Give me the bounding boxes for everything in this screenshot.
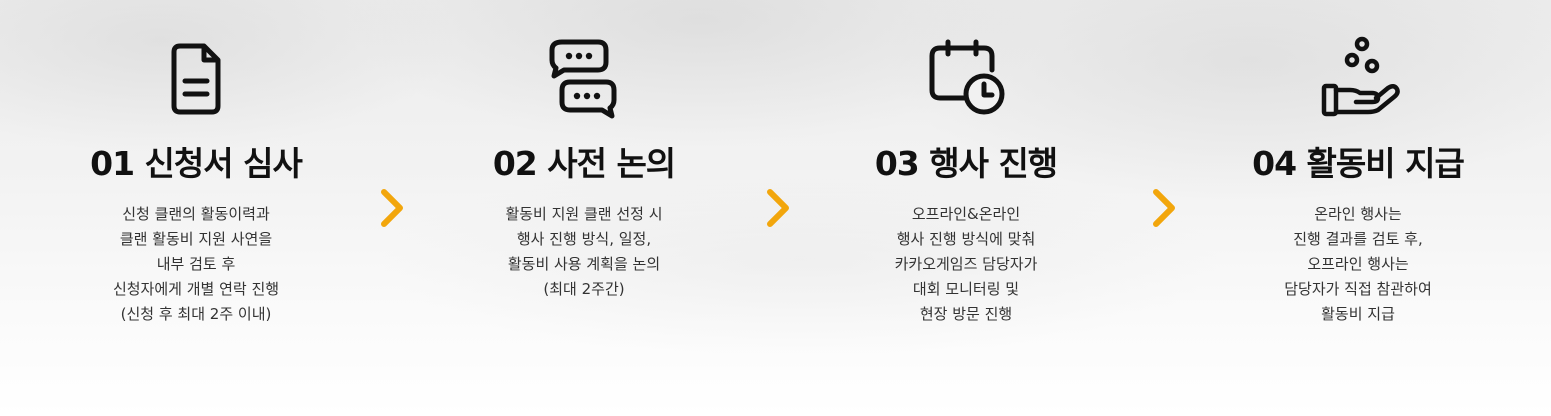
chevron-right-icon <box>1150 186 1178 230</box>
step-3-line: 대회 모니터링 및 <box>912 280 1020 298</box>
step-1-line: 클랜 활동비 지원 사연을 <box>119 230 273 248</box>
step-2-description: 활동비 지원 클랜 선정 시 행사 진행 방식, 일정, 활동비 사용 계획을 … <box>414 202 754 302</box>
step-1-title: 01 신청서 심사 <box>90 144 303 183</box>
hand-coins-icon <box>1316 36 1400 120</box>
step-4-line: 활동비 지급 <box>1321 305 1395 323</box>
step-1-line: (신청 후 최대 2주 이내) <box>120 305 272 323</box>
step-3-title: 03 행사 진행 <box>874 144 1058 183</box>
step-4-description: 온라인 행사는 진행 결과를 검토 후, 오프라인 행사는 담당자가 직접 참관… <box>1188 202 1528 327</box>
step-2: 02 사전 논의 활동비 지원 클랜 선정 시 행사 진행 방식, 일정, 활동… <box>414 36 754 302</box>
step-2-line: 활동비 지원 클랜 선정 시 <box>505 205 663 223</box>
step-4-line: 온라인 행사는 <box>1314 205 1402 223</box>
step-3: 03 행사 진행 오프라인&온라인 행사 진행 방식에 맞춰 카카오게임즈 담당… <box>796 36 1136 327</box>
step-2-title: 02 사전 논의 <box>492 144 676 183</box>
step-4-line: 오프라인 행사는 <box>1307 255 1409 273</box>
step-3-description: 오프라인&온라인 행사 진행 방식에 맞춰 카카오게임즈 담당자가 대회 모니터… <box>796 202 1136 327</box>
step-3-line: 카카오게임즈 담당자가 <box>894 255 1038 273</box>
step-1-line: 내부 검토 후 <box>156 255 236 273</box>
step-1-line: 신청자에게 개별 연락 진행 <box>112 280 280 298</box>
step-1-line: 신청 클랜의 활동이력과 <box>122 205 270 223</box>
step-2-line: 행사 진행 방식, 일정, <box>516 230 652 248</box>
document-icon <box>154 36 238 120</box>
chat-bubbles-icon <box>542 36 626 120</box>
step-1: 01 신청서 심사 신청 클랜의 활동이력과 클랜 활동비 지원 사연을 내부 … <box>26 36 366 327</box>
step-2-line: 활동비 사용 계획을 논의 <box>507 255 661 273</box>
step-3-line: 현장 방문 진행 <box>919 305 1013 323</box>
chevron-right-icon <box>764 186 792 230</box>
step-3-line: 오프라인&온라인 <box>911 205 1021 223</box>
step-4-line: 담당자가 직접 참관하여 <box>1284 280 1432 298</box>
step-4-title: 04 활동비 지급 <box>1252 144 1465 183</box>
step-3-line: 행사 진행 방식에 맞춰 <box>896 230 1036 248</box>
step-1-description: 신청 클랜의 활동이력과 클랜 활동비 지원 사연을 내부 검토 후 신청자에게… <box>26 202 366 327</box>
calendar-clock-icon <box>924 36 1008 120</box>
step-2-line: (최대 2주간) <box>543 280 625 298</box>
step-4: 04 활동비 지급 온라인 행사는 진행 결과를 검토 후, 오프라인 행사는 … <box>1188 36 1528 327</box>
chevron-right-icon <box>378 186 406 230</box>
step-4-line: 진행 결과를 검토 후, <box>1293 230 1423 248</box>
